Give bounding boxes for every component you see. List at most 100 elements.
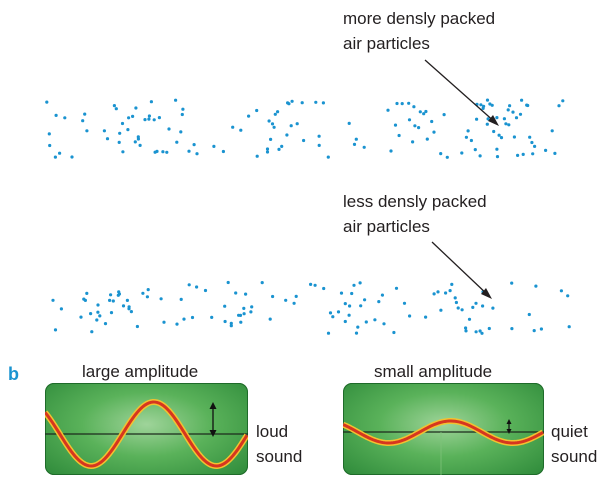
air-particle (474, 330, 478, 334)
air-particle (223, 319, 227, 324)
air-particle (550, 129, 554, 133)
air-particle (511, 110, 515, 114)
air-particle (444, 291, 448, 295)
small-wave (343, 419, 544, 445)
air-particle (287, 102, 291, 106)
air-particle (561, 99, 565, 103)
air-particle (109, 311, 114, 315)
air-particle (380, 293, 384, 297)
air-particle (155, 149, 159, 153)
air-particle (408, 314, 412, 318)
air-particle (397, 133, 401, 138)
air-particle (510, 327, 514, 331)
air-particle (314, 100, 318, 104)
air-particle (121, 150, 125, 154)
air-particle (295, 122, 299, 126)
air-particle (302, 138, 306, 143)
air-particle (111, 299, 115, 303)
air-particle (512, 135, 517, 139)
air-particle (386, 108, 390, 112)
air-particle (125, 298, 129, 302)
air-particle (504, 122, 508, 126)
air-particle (51, 298, 55, 302)
air-particle (413, 124, 417, 128)
air-particle (473, 148, 477, 152)
air-particle (272, 125, 276, 129)
air-particle (229, 321, 233, 325)
air-particle (412, 105, 416, 109)
air-particle (195, 285, 199, 289)
air-particle (495, 147, 499, 151)
air-particle (389, 149, 393, 153)
air-particle (53, 155, 58, 159)
air-particle (482, 104, 486, 108)
air-particle (226, 280, 230, 285)
air-particle (223, 304, 227, 308)
air-particle (350, 291, 354, 296)
air-particle (45, 100, 49, 104)
air-particle (507, 123, 511, 127)
air-particle (464, 326, 468, 330)
air-particle (347, 313, 351, 317)
air-particle (411, 140, 415, 144)
air-particle (141, 291, 145, 295)
air-particle (439, 152, 443, 156)
air-particle (559, 289, 564, 293)
air-particle (492, 129, 496, 134)
air-particle (231, 125, 235, 129)
air-particle (255, 108, 259, 113)
sparse-label-line2: air particles (343, 217, 430, 236)
air-particle (453, 296, 457, 300)
air-particle (533, 144, 537, 148)
air-particle (326, 155, 330, 159)
air-particle (467, 317, 472, 321)
air-particle (450, 282, 454, 286)
air-particle (422, 112, 426, 116)
air-particle (98, 314, 102, 318)
air-particle (425, 137, 429, 141)
air-particle (58, 151, 62, 155)
air-particle (407, 118, 412, 122)
air-particle (469, 138, 473, 143)
air-particle (557, 104, 561, 108)
air-particle (260, 281, 264, 285)
air-particle (63, 116, 67, 120)
air-particle (460, 308, 464, 312)
air-particle (89, 312, 93, 316)
air-particle (439, 308, 443, 312)
air-particle (250, 305, 254, 309)
air-particle (108, 298, 112, 302)
air-particle (309, 282, 313, 286)
small-amplitude-title: small amplitude (374, 362, 493, 381)
air-particle (466, 129, 470, 133)
air-particle (127, 305, 131, 309)
air-particle (162, 320, 166, 324)
air-particle (521, 152, 525, 156)
air-particle (490, 103, 494, 107)
air-particle (102, 129, 106, 133)
air-particle (85, 291, 89, 295)
air-particle (79, 315, 83, 319)
air-particle (442, 113, 446, 117)
air-particle (59, 307, 64, 311)
air-particle (138, 143, 142, 147)
large-wave (45, 400, 248, 468)
part-b-label: b (8, 364, 19, 384)
air-particle (53, 328, 58, 332)
air-particle (432, 130, 436, 134)
sparse-arrowhead-icon (481, 288, 492, 299)
air-particle (265, 147, 270, 151)
air-particle (508, 104, 512, 108)
air-particle (167, 127, 171, 131)
air-particle (343, 319, 347, 324)
air-particle (277, 147, 281, 151)
air-particle (317, 134, 321, 138)
air-particle (530, 140, 534, 145)
air-particle (487, 326, 491, 331)
sparse-pointer-arrow-icon (431, 241, 490, 297)
air-particle (96, 303, 100, 307)
air-particle (179, 297, 183, 301)
air-particle (161, 150, 165, 154)
air-particle (212, 144, 216, 148)
air-particle (516, 153, 520, 157)
